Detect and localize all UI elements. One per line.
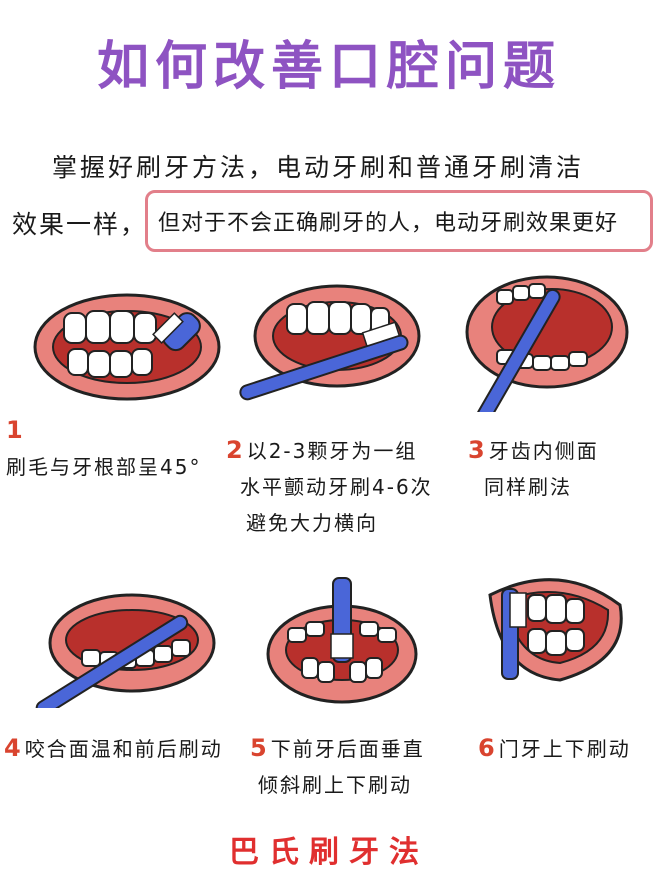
step-1-line-1: 刷毛与牙根部呈45° [6,455,202,479]
mouth-illustration-6 [488,578,623,682]
step-2-line-1: 以2-3颗牙为一组 [246,439,418,463]
step-1: 1 刷毛与牙根部呈45° [6,412,201,485]
step-4-line-1: 咬合面温和前后刷动 [24,737,223,761]
mouth-illustration-5 [266,577,418,704]
step-3-number: 3 [468,436,487,464]
intro-line-2-prefix: 效果一样， [12,210,148,239]
mouth-illustration-1 [33,293,221,401]
step-4-number: 4 [4,734,23,762]
step-2-line-2: 水平颤动牙刷4-6次 [240,475,433,499]
mouth-illustration-3 [465,275,629,412]
intro-line-2-highlight: 但对于不会正确刷牙的人，电动牙刷效果更好 [158,211,619,236]
footer-title: 巴氏刷牙法 [229,835,429,870]
step-5-line-2: 倾斜刷上下刷动 [258,773,412,797]
intro-line-1: 掌握好刷牙方法，电动牙刷和普通牙刷清洁 [52,153,585,182]
step-3-line-2: 同样刷法 [484,475,572,499]
step-1-number: 1 [6,416,25,444]
step-5-number: 5 [250,734,269,762]
step-6-number: 6 [478,734,497,762]
step-2-line-3: 避免大力横向 [246,511,378,535]
intro-highlight-box [145,190,653,252]
mouth-illustration-4 [35,593,216,708]
mouth-illustration-2 [239,284,421,401]
page-title: 如何改善口腔问题 [96,36,561,97]
step-3-line-1: 牙齿内侧面 [488,439,599,463]
step-5-line-1: 下前牙后面垂直 [270,737,425,761]
step-6-line-1: 门牙上下刷动 [498,737,631,761]
step-2-number: 2 [226,436,245,464]
